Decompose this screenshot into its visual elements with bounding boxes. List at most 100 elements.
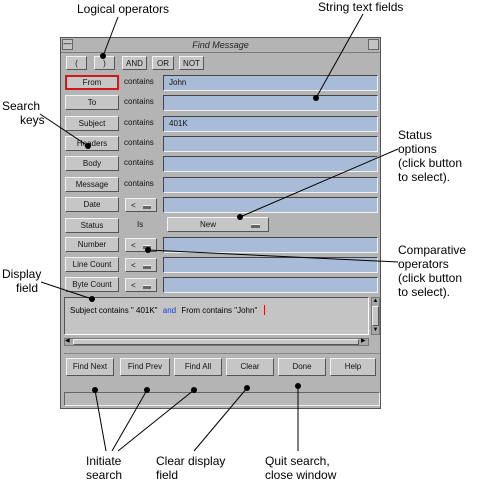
leader-line-initiate-search-1 — [94, 389, 107, 452]
callout-clear-display-field: Clear display field — [156, 454, 226, 482]
find-all-button[interactable]: Find All — [174, 358, 222, 376]
leader-line-string-text-fields — [315, 13, 364, 99]
scroll-thumb[interactable] — [73, 339, 359, 345]
leader-dot-find-all — [191, 387, 197, 393]
callout-comparative-operators: Comparative operators (click button to s… — [398, 243, 467, 299]
option-menu-indicator-icon — [143, 245, 151, 249]
status-bar — [64, 392, 380, 406]
callout-quit-search: Quit search, close window — [265, 454, 337, 482]
display-vertical-scrollbar[interactable]: ▲ ▼ — [371, 297, 380, 335]
option-menu-indicator-icon — [251, 224, 260, 228]
callout-logical-operators: Logical operators — [77, 2, 170, 16]
relation-label: contains — [124, 118, 154, 127]
relation-label: contains — [124, 138, 154, 147]
relation-label: contains — [124, 97, 154, 106]
relation-label: contains — [124, 158, 154, 167]
to-text-field[interactable] — [163, 95, 378, 111]
subject-text-field[interactable]: 401K — [163, 116, 378, 132]
leader-dot-clear — [244, 385, 250, 391]
number-text-field[interactable] — [163, 237, 378, 253]
display-field[interactable]: Subject contains " 401K" and From contai… — [64, 297, 369, 335]
key-button-message[interactable]: Message — [65, 177, 119, 192]
key-button-byte-count[interactable]: Byte Count — [65, 277, 119, 292]
display-conjunction: and — [162, 306, 177, 315]
display-query-part2: From contains "John" — [181, 306, 258, 315]
key-button-date[interactable]: Date — [65, 197, 119, 212]
relation-label: contains — [124, 77, 154, 86]
maximize-icon[interactable] — [368, 39, 379, 50]
key-button-subject[interactable]: Subject — [65, 116, 119, 131]
not-button[interactable]: NOT — [179, 56, 204, 70]
leader-dot-find-next — [92, 387, 98, 393]
leader-line-logical-operators — [102, 16, 119, 57]
headers-text-field[interactable] — [163, 136, 378, 152]
date-text-field[interactable] — [163, 197, 378, 213]
option-menu-indicator-icon — [143, 285, 151, 289]
callout-string-text-fields: String text fields — [318, 0, 404, 14]
display-query-text: Subject contains " 401K" and From contai… — [70, 305, 265, 315]
display-horizontal-scrollbar[interactable]: ◀ ▶ — [64, 338, 369, 346]
key-button-line-count[interactable]: Line Count — [65, 257, 119, 272]
body-text-field[interactable] — [163, 156, 378, 172]
or-button[interactable]: OR — [152, 56, 174, 70]
title-bar[interactable]: — Find Message — [61, 38, 380, 53]
done-button[interactable]: Done — [278, 358, 326, 376]
window-title: Find Message — [192, 40, 249, 50]
option-menu-indicator-icon — [143, 265, 151, 269]
leader-dot-find-prev — [144, 387, 150, 393]
leader-line-comparative-operators — [147, 249, 399, 263]
scroll-thumb[interactable] — [372, 306, 379, 326]
action-button-row: Find Next Find Prev Find All Clear Done … — [64, 353, 380, 380]
leader-line-display-field — [40, 281, 93, 300]
leader-dot-logical-operators — [100, 53, 106, 59]
status-relation-label: Is — [137, 220, 144, 229]
leader-dot-status-options — [237, 214, 243, 220]
scroll-down-arrow-icon[interactable]: ▼ — [372, 327, 379, 333]
and-button[interactable]: AND — [122, 56, 147, 70]
callout-display-field: Display field — [2, 267, 42, 295]
callout-initiate-search: Initiate search — [86, 454, 123, 482]
key-button-from[interactable]: From — [65, 75, 119, 90]
scroll-left-arrow-icon[interactable]: ◀ — [65, 338, 70, 344]
leader-dot-search-keys — [85, 143, 91, 149]
date-comparative-menu[interactable]: < — [125, 198, 157, 212]
key-button-to[interactable]: To — [65, 95, 119, 110]
scroll-up-arrow-icon[interactable]: ▲ — [372, 298, 379, 304]
comparative-symbol: < — [131, 201, 136, 210]
comparative-symbol: < — [131, 241, 136, 250]
find-message-window: — Find Message ( ) AND OR NOT From conta… — [60, 37, 381, 409]
relation-label: contains — [124, 179, 154, 188]
leader-dot-display-field — [89, 296, 95, 302]
key-button-status[interactable]: Status — [65, 218, 119, 233]
line-count-comparative-menu[interactable]: < — [125, 258, 157, 272]
option-menu-indicator-icon — [143, 205, 151, 209]
key-button-number[interactable]: Number — [65, 237, 119, 252]
callout-status-options: Status options (click button to select). — [398, 128, 463, 184]
from-text-field[interactable]: John — [163, 75, 378, 91]
scroll-right-arrow-icon[interactable]: ▶ — [361, 338, 366, 344]
find-prev-button[interactable]: Find Prev — [120, 358, 170, 376]
status-option-menu[interactable]: New — [167, 217, 269, 232]
comparative-symbol: < — [131, 281, 136, 290]
leader-line-initiate-search-3 — [117, 389, 195, 452]
line-count-text-field[interactable] — [163, 257, 378, 273]
find-next-button[interactable]: Find Next — [66, 358, 114, 376]
comparative-symbol: < — [131, 261, 136, 270]
leader-line-clear-display — [193, 387, 248, 452]
byte-count-text-field[interactable] — [163, 277, 378, 293]
open-paren-button[interactable]: ( — [66, 56, 87, 70]
leader-line-search-keys — [39, 113, 89, 147]
leader-line-initiate-search-2 — [111, 389, 148, 452]
leader-dot-comparative-operators — [145, 247, 151, 253]
help-button[interactable]: Help — [330, 358, 376, 376]
key-button-body[interactable]: Body — [65, 156, 119, 171]
leader-dot-done — [295, 383, 301, 389]
leader-line-status-options — [239, 148, 399, 218]
status-selected-value: New — [200, 220, 217, 229]
byte-count-comparative-menu[interactable]: < — [125, 278, 157, 292]
clear-button[interactable]: Clear — [226, 358, 274, 376]
leader-dot-string-text-fields — [313, 95, 319, 101]
window-menu-icon[interactable]: — — [62, 39, 73, 50]
display-query-part1: Subject contains " 401K" — [70, 306, 158, 315]
